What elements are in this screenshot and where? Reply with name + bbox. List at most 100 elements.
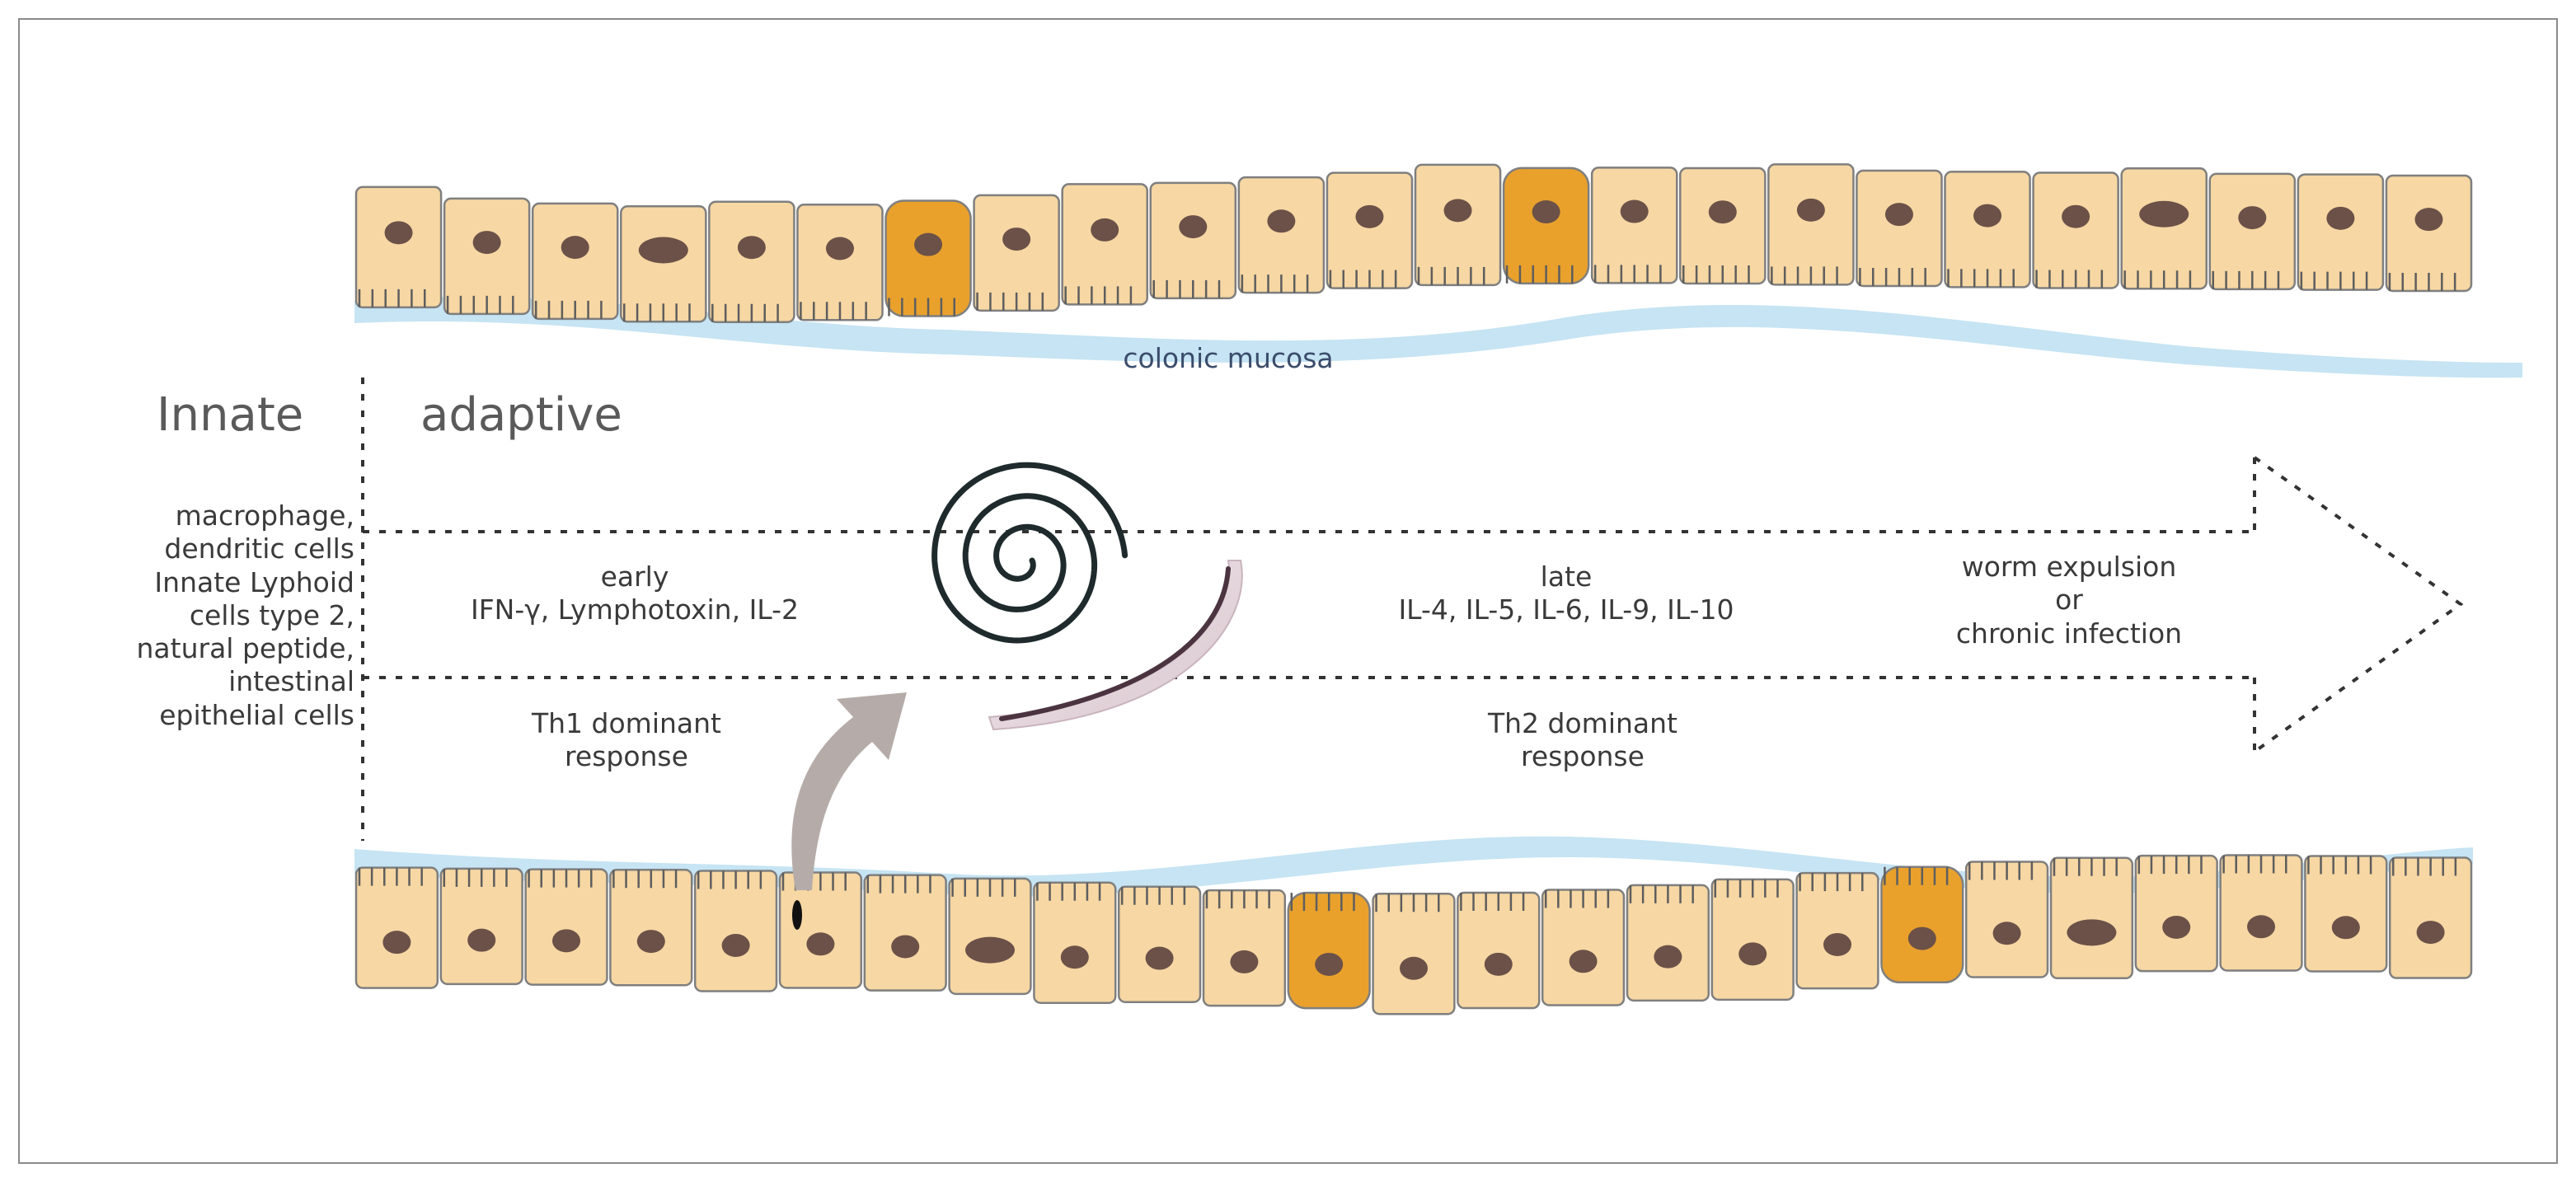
- cell-nucleus: [1654, 945, 1682, 969]
- th1-line: Th1 dominant: [531, 707, 721, 739]
- th1-line: response: [565, 739, 688, 772]
- microvilli: [2212, 270, 2280, 289]
- microvilli: [951, 878, 1016, 897]
- th2-response-label: Th2 dominant response: [1418, 707, 1748, 772]
- cell-nucleus: [467, 928, 496, 952]
- cell-nucleus: [638, 237, 688, 264]
- microvilli: [711, 303, 779, 322]
- microvilli: [1120, 886, 1186, 905]
- microvilli: [1771, 266, 1838, 285]
- microvilli: [697, 870, 762, 889]
- microvilli: [2123, 270, 2192, 289]
- microvilli: [2222, 855, 2287, 874]
- microvilli: [1714, 879, 1779, 898]
- innate-cell-line: macrophage,: [175, 500, 354, 532]
- innate-cell-line: intestinal: [228, 665, 354, 698]
- microvilli: [1152, 279, 1221, 298]
- th2-line: response: [1521, 739, 1645, 772]
- microvilli: [1290, 893, 1355, 912]
- outcome-line: chronic infection: [1955, 617, 2183, 650]
- microvilli: [1064, 286, 1133, 305]
- early-response-label: early IFN-γ, Lymphotoxin, IL-2: [404, 561, 866, 626]
- cell-nucleus: [1823, 932, 1851, 956]
- late-cytokines: IL-4, IL-5, IL-6, IL-9, IL-10: [1398, 593, 1734, 626]
- microvilli: [976, 292, 1044, 311]
- microvilli: [1460, 893, 1525, 912]
- microvilli: [1859, 267, 1926, 286]
- outcome-line: or: [2055, 584, 2083, 617]
- dotted-arrow-head: [2253, 456, 2464, 753]
- microvilli: [443, 868, 508, 887]
- cell-nucleus: [825, 237, 854, 260]
- microvilli: [2137, 856, 2203, 875]
- cell-nucleus: [1907, 926, 1936, 950]
- innate-cells-list: macrophage, dendritic cells Innate Lypho…: [25, 500, 354, 732]
- cell-nucleus: [2416, 921, 2445, 945]
- cell-nucleus: [1091, 218, 1119, 242]
- microvilli: [2300, 271, 2368, 290]
- cell-nucleus: [1179, 215, 1208, 239]
- cell-nucleus: [891, 935, 920, 959]
- cell-nucleus: [1355, 204, 1384, 228]
- innate-cell-line: epithelial cells: [159, 698, 354, 731]
- cell-nucleus: [636, 930, 665, 954]
- microvilli: [2391, 857, 2457, 876]
- cell-nucleus: [1060, 945, 1089, 969]
- th1-response-label: Th1 dominant response: [462, 707, 791, 772]
- cell-nucleus: [1230, 950, 1259, 973]
- microvilli: [534, 300, 603, 319]
- microvilli: [1417, 266, 1485, 285]
- colonic-mucosa-label: colonic mucosa: [1123, 342, 1334, 374]
- adaptive-heading: adaptive: [420, 388, 622, 442]
- top-epithelium: [354, 163, 2473, 323]
- early-title: early: [600, 561, 669, 593]
- microvilli: [1329, 270, 1397, 288]
- microvilli: [2035, 270, 2104, 288]
- microvilli: [1205, 890, 1270, 909]
- cell-nucleus: [1796, 198, 1825, 222]
- innate-heading: Innate: [157, 388, 304, 442]
- invasion-arrow-icon: [791, 692, 907, 890]
- cell-nucleus: [1884, 203, 1913, 227]
- top-mucus-layer: [354, 297, 2522, 378]
- cell-nucleus: [1620, 199, 1649, 223]
- cell-nucleus: [2414, 208, 2443, 232]
- cell-nucleus: [721, 933, 750, 957]
- cell-nucleus: [552, 929, 580, 953]
- microvilli: [2053, 857, 2118, 876]
- th2-line: Th2 dominant: [1487, 707, 1677, 739]
- cell-nucleus: [1002, 227, 1031, 251]
- microvilli: [800, 302, 867, 321]
- innate-cell-line: dendritic cells: [164, 532, 354, 565]
- microvilli: [1593, 265, 1662, 284]
- outcome-label: worm expulsion or chronic infection: [1896, 551, 2242, 650]
- microvilli: [1505, 265, 1574, 284]
- microvilli: [888, 298, 955, 317]
- cell-nucleus: [1532, 200, 1560, 224]
- microvilli: [866, 875, 931, 894]
- microvilli: [1884, 866, 1949, 885]
- cell-nucleus: [2247, 915, 2275, 939]
- microvilli: [612, 870, 678, 889]
- late-response-label: late IL-4, IL-5, IL-6, IL-9, IL-10: [1335, 561, 1797, 626]
- cell-nucleus: [2331, 916, 2360, 940]
- cell-nucleus: [1569, 950, 1598, 973]
- cell-nucleus: [2067, 919, 2117, 946]
- cell-nucleus: [1443, 199, 1472, 223]
- cell-nucleus: [806, 932, 835, 956]
- microvilli: [1629, 884, 1694, 903]
- microvilli: [528, 869, 593, 888]
- cell-nucleus: [2062, 204, 2090, 228]
- late-title: late: [1540, 561, 1593, 593]
- microvilli: [623, 303, 691, 322]
- cell-nucleus: [1484, 952, 1513, 976]
- microvilli: [446, 295, 514, 314]
- cell-nucleus: [1738, 942, 1767, 966]
- early-cytokines: IFN-γ, Lymphotoxin, IL-2: [470, 593, 800, 626]
- worm-entry-point: [792, 900, 802, 930]
- microvilli: [1947, 269, 2015, 288]
- cell-nucleus: [914, 232, 943, 256]
- microvilli: [358, 867, 423, 886]
- cell-nucleus: [384, 221, 413, 245]
